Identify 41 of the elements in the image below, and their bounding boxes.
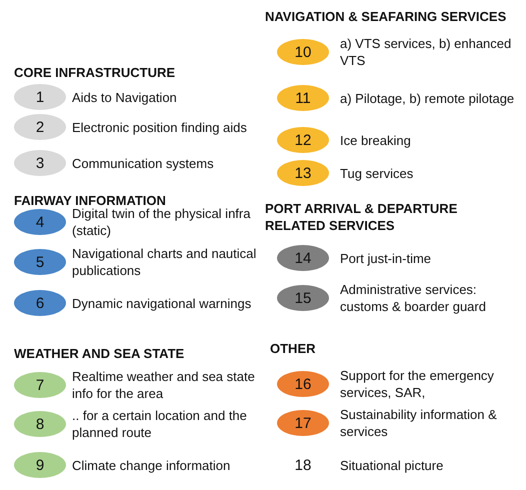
item-description: .. for a certain location and the planned route <box>72 407 248 441</box>
number-oval: 8 <box>14 411 66 437</box>
section-heading: NAVIGATION & SEAFARING SERVICES <box>265 8 508 25</box>
section-heading: FAIRWAY INFORMATION <box>14 192 167 208</box>
item-description: Support for the emergency services, SAR, <box>340 367 495 401</box>
number-oval: 17 <box>277 410 329 436</box>
item-description: Realtime weather and sea state info for the area <box>72 368 256 402</box>
number-oval: 3 <box>14 150 66 176</box>
section-heading: CORE INFRASTRUCTURE <box>14 64 176 81</box>
item-description: Communication systems <box>72 154 215 172</box>
number-oval: 2 <box>14 114 66 140</box>
number-oval: 15 <box>277 285 329 311</box>
item-description: Sustainability information & services <box>340 406 498 440</box>
section-heading: OTHER <box>270 340 316 357</box>
section-heading: WEATHER AND SEA STATE <box>14 345 186 362</box>
section-heading: PORT ARRIVAL & DEPARTURE RELATED SERVICES <box>265 200 458 234</box>
number-oval: 6 <box>14 290 66 316</box>
item-description: Digital twin of the physical infra (static) <box>72 206 252 239</box>
item-description: Electronic position finding aids <box>72 118 248 136</box>
item-description: a) Pilotage, b) remote pilotage <box>340 90 516 106</box>
number-oval: 11 <box>277 85 329 111</box>
item-description: Ice breaking <box>340 132 412 148</box>
item-description: Climate change information <box>72 456 232 474</box>
number-oval: 14 <box>277 245 329 271</box>
number-oval: 4 <box>14 209 66 235</box>
item-description: a) VTS services, b) enhanced VTS <box>340 35 512 69</box>
item-description: Tug services <box>340 164 414 182</box>
number-oval: 5 <box>14 249 66 275</box>
number-oval: 1 <box>14 84 66 110</box>
item-description: Administrative services: customs & boarder guard <box>340 281 487 315</box>
item-description: Dynamic navigational warnings <box>72 294 252 312</box>
number-oval: 13 <box>277 160 329 186</box>
item-description: Navigational charts and nautical publications <box>72 245 257 279</box>
number-oval: 10 <box>277 39 329 65</box>
number-oval: 7 <box>14 372 66 398</box>
item-description: Port just-in-time <box>340 250 432 266</box>
item-description: Situational picture <box>340 456 444 474</box>
number-oval: 9 <box>14 452 66 478</box>
number-oval: 12 <box>277 127 329 153</box>
number-oval: 16 <box>277 371 329 397</box>
item-description: Aids to Navigation <box>72 88 178 106</box>
